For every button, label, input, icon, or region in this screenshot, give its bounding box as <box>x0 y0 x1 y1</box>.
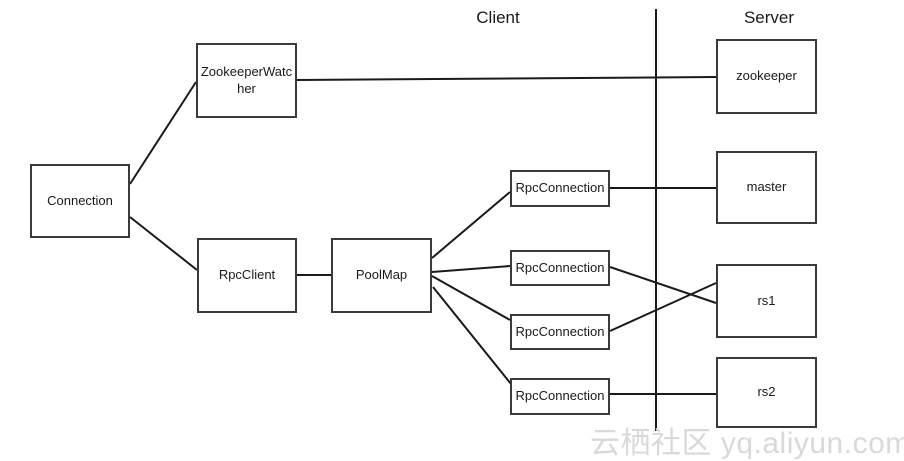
node-rpcconnection-3: RpcConnection <box>510 314 610 350</box>
node-rs2-label: rs2 <box>757 384 776 400</box>
client-server-divider-line <box>655 9 657 431</box>
node-zookeeperwatcher: ZookeeperWatcher <box>196 43 297 118</box>
edge-zookeeperwatcher-zookeeper <box>296 76 717 81</box>
node-rs1: rs1 <box>716 264 817 338</box>
node-rpcconnection-1-label: RpcConnection <box>515 180 605 196</box>
node-zookeeper: zookeeper <box>716 39 817 114</box>
node-rpcclient: RpcClient <box>197 238 297 313</box>
edge-rpcconnection2-rs1 <box>609 266 717 304</box>
node-master-label: master <box>746 179 787 195</box>
node-rpcconnection-2: RpcConnection <box>510 250 610 286</box>
node-poolmap-label: PoolMap <box>355 267 408 283</box>
node-rs2: rs2 <box>716 357 817 428</box>
edge-connection-rpcclient <box>129 216 198 271</box>
edge-poolmap-rpcconnection3 <box>431 275 511 321</box>
node-rpcconnection-4-label: RpcConnection <box>515 388 605 404</box>
node-rpcconnection-1: RpcConnection <box>510 170 610 207</box>
edge-connection-zookeeperwatcher <box>129 81 197 185</box>
edge-poolmap-rpcconnection2 <box>431 265 511 273</box>
node-rpcconnection-2-label: RpcConnection <box>515 259 605 275</box>
client-section-title: Client <box>476 8 520 27</box>
node-rpcconnection-4: RpcConnection <box>510 378 610 415</box>
edge-rpcconnection3-rs1 <box>609 282 717 332</box>
edge-poolmap-rpcconnection4 <box>432 286 512 385</box>
node-zookeeperwatcher-label: ZookeeperWatcher <box>200 64 293 96</box>
node-rpcconnection-3-label: RpcConnection <box>515 323 605 339</box>
node-connection: Connection <box>30 164 130 238</box>
node-zookeeper-label: zookeeper <box>736 68 797 84</box>
node-rpcclient-label: RpcClient <box>218 267 276 283</box>
node-rs1-label: rs1 <box>757 292 776 308</box>
node-connection-label: Connection <box>47 192 113 208</box>
node-master: master <box>716 151 817 224</box>
server-section-title: Server <box>743 8 795 27</box>
node-poolmap: PoolMap <box>331 238 432 313</box>
edge-poolmap-rpcconnection1 <box>431 191 511 259</box>
watermark-text: 云栖社区 yq.aliyun.com <box>590 427 904 460</box>
